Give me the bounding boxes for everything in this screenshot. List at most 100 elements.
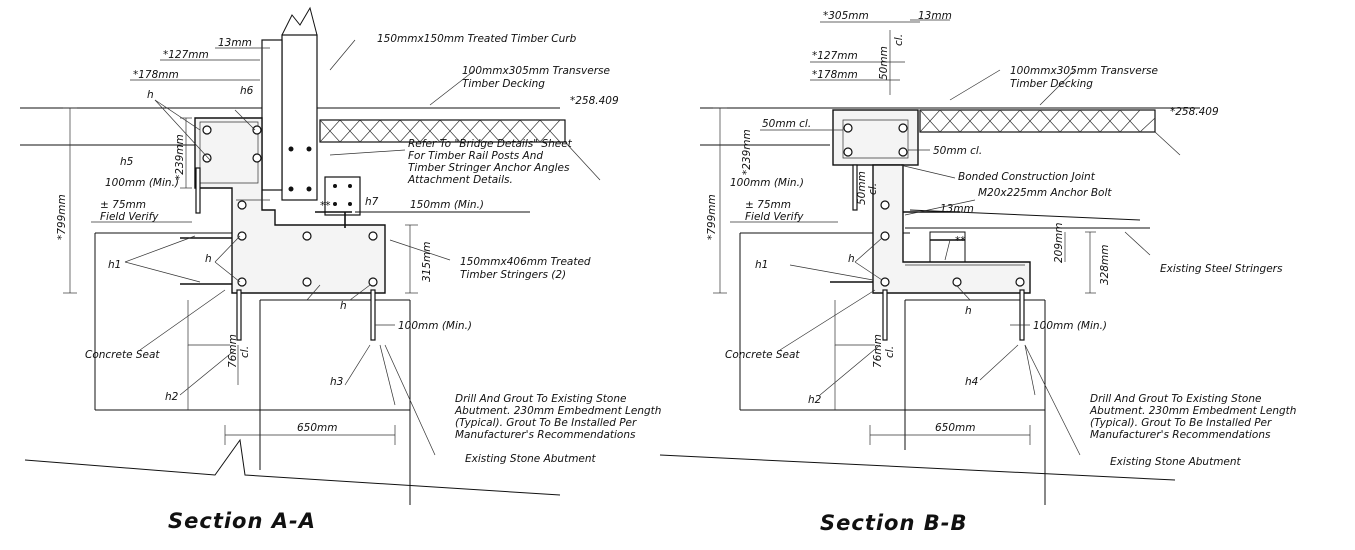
mark-h1: h1 bbox=[108, 259, 121, 271]
concrete-seat-a bbox=[194, 117, 386, 294]
mark-h2-b: h2 bbox=[808, 394, 822, 406]
curb-label: 150mmx150mm Treated Timber Curb bbox=[377, 33, 577, 45]
dimensions-b bbox=[713, 19, 1096, 445]
mark-h2: h2 bbox=[165, 391, 179, 403]
drill-label-3: (Typical). Grout To Be Installed Per bbox=[455, 417, 637, 429]
dim-cl-b: cl. bbox=[867, 183, 879, 195]
dim-305: *305mm bbox=[823, 10, 869, 22]
mark-h1-b: h1 bbox=[755, 259, 768, 271]
mark-h7: h7 bbox=[365, 196, 379, 208]
dim-50-b: 50mm bbox=[856, 171, 868, 205]
dim-76: 76mm bbox=[227, 334, 239, 368]
dim-76-b: 76mm bbox=[872, 334, 884, 368]
dim-650: 650mm bbox=[297, 422, 338, 434]
min150-label: 150mm (Min.) bbox=[410, 199, 484, 211]
dimensions-a bbox=[63, 47, 418, 445]
dim-239: *239mm bbox=[174, 134, 186, 180]
dowels-a bbox=[180, 167, 376, 341]
dim-cl-b2: cl. bbox=[884, 346, 896, 358]
dim-75-b: ± 75mm bbox=[745, 199, 791, 211]
refer-label-1: Refer To "Bridge Details" Sheet bbox=[408, 138, 573, 150]
dim-315: 315mm bbox=[421, 242, 433, 283]
stars-label: ** bbox=[320, 200, 331, 212]
min100a-label: 100mm (Min.) bbox=[105, 177, 179, 189]
dim-799: *799mm bbox=[56, 194, 68, 240]
stars-label-b: ** bbox=[955, 235, 966, 247]
dim-328: 328mm bbox=[1099, 245, 1111, 286]
anchor-label: M20x225mm Anchor Bolt bbox=[978, 187, 1112, 199]
field-verify-label: Field Verify bbox=[100, 211, 159, 223]
drill-label-1: Drill And Grout To Existing Stone bbox=[455, 393, 626, 405]
section-a-title: Section A-A bbox=[168, 509, 316, 533]
drill-label-2: Abutment. 230mm Embedment Length bbox=[454, 405, 661, 417]
timber-decking-b bbox=[919, 109, 1181, 156]
elevation-label: *258.409 bbox=[570, 95, 619, 107]
leaders-b bbox=[779, 69, 1151, 456]
drill-label-b-1: Drill And Grout To Existing Stone bbox=[1090, 393, 1261, 405]
dim-178: *178mm bbox=[133, 69, 179, 81]
stringers-label-2: Timber Stringers (2) bbox=[460, 269, 566, 281]
timber-decking-a bbox=[319, 119, 601, 181]
drill-label-b-3: (Typical). Grout To Be Installed Per bbox=[1090, 417, 1272, 429]
dim-127: *127mm bbox=[163, 49, 209, 61]
dim-cl-vert: cl. bbox=[893, 34, 905, 46]
min100b-label: 100mm (Min.) bbox=[398, 320, 472, 332]
decking-label-2: Timber Decking bbox=[462, 78, 545, 90]
stringers-label-1: 150mmx406mm Treated bbox=[460, 256, 591, 268]
dim-50cl-2: 50mm cl. bbox=[933, 145, 982, 157]
mark-h-1: h bbox=[147, 89, 154, 101]
dim-650-b: 650mm bbox=[935, 422, 976, 434]
mark-h5: h5 bbox=[120, 156, 134, 168]
curb-post-a bbox=[261, 6, 318, 201]
decking-label-b-2: Timber Decking bbox=[1010, 78, 1093, 90]
section-b-title: Section B-B bbox=[820, 511, 967, 535]
angle-bracket-a bbox=[315, 176, 530, 228]
mark-h-2: h bbox=[205, 253, 212, 265]
section-b-b: 100mmx305mm Transverse Timber Decking *2… bbox=[659, 10, 1296, 535]
refer-label-2: For Timber Rail Posts And bbox=[408, 150, 543, 162]
section-a-a: 150mmx150mm Treated Timber Curb 100mmx30… bbox=[20, 6, 661, 533]
abutment-label-b: Existing Stone Abutment bbox=[1110, 456, 1242, 468]
refer-label-3: Timber Stringer Anchor Angles bbox=[408, 162, 570, 174]
dim-239-b: *239mm bbox=[741, 129, 753, 175]
abutment-lines-a bbox=[20, 107, 561, 505]
abutment-label: Existing Stone Abutment bbox=[465, 453, 597, 465]
elevation-label-b: *258.409 bbox=[1170, 106, 1219, 118]
decking-label-1: 100mmx305mm Transverse bbox=[462, 65, 610, 77]
dim-799-b: *799mm bbox=[706, 194, 718, 240]
mark-h4-b: h4 bbox=[965, 376, 978, 388]
dim-75: ± 75mm bbox=[100, 199, 146, 211]
field-verify-label-b: Field Verify bbox=[745, 211, 804, 223]
dim-209: 209mm bbox=[1053, 223, 1065, 264]
dim-50-vert: 50mm bbox=[878, 46, 890, 80]
bonded-label: Bonded Construction Joint bbox=[958, 171, 1096, 183]
drill-label-4: Manufacturer's Recommendations bbox=[455, 429, 636, 441]
decking-label-b-1: 100mmx305mm Transverse bbox=[1010, 65, 1158, 77]
drill-label-b-4: Manufacturer's Recommendations bbox=[1090, 429, 1271, 441]
drill-label-b-2: Abutment. 230mm Embedment Length bbox=[1089, 405, 1296, 417]
mark-h-b1: h bbox=[848, 253, 855, 265]
dim-13-b2: 13mm bbox=[940, 203, 974, 215]
mark-h6: h6 bbox=[240, 85, 254, 97]
dim-cl: cl. bbox=[239, 346, 251, 358]
min100a-label-b: 100mm (Min.) bbox=[730, 177, 804, 189]
dim-127-b: *127mm bbox=[812, 50, 858, 62]
dowels-b bbox=[830, 164, 1025, 341]
dim-178-b: *178mm bbox=[812, 69, 858, 81]
refer-label-4: Attachment Details. bbox=[407, 174, 513, 186]
rebar-b bbox=[843, 123, 1025, 287]
leaders-a bbox=[124, 39, 476, 456]
dim-13-b: 13mm bbox=[918, 10, 952, 22]
steel-stringer-b bbox=[905, 209, 1150, 263]
concrete-seat-label: Concrete Seat bbox=[85, 349, 160, 361]
rebar-a bbox=[202, 125, 378, 287]
min100b-label-b: 100mm (Min.) bbox=[1033, 320, 1107, 332]
concrete-seat-label-b: Concrete Seat bbox=[725, 349, 800, 361]
mark-h-3: h bbox=[340, 300, 347, 312]
dim-50cl-1: 50mm cl. bbox=[762, 118, 811, 130]
mark-h-b2: h bbox=[965, 305, 972, 317]
steel-label: Existing Steel Stringers bbox=[1160, 263, 1283, 275]
dim-13: 13mm bbox=[218, 37, 252, 49]
mark-h3: h3 bbox=[330, 376, 343, 388]
